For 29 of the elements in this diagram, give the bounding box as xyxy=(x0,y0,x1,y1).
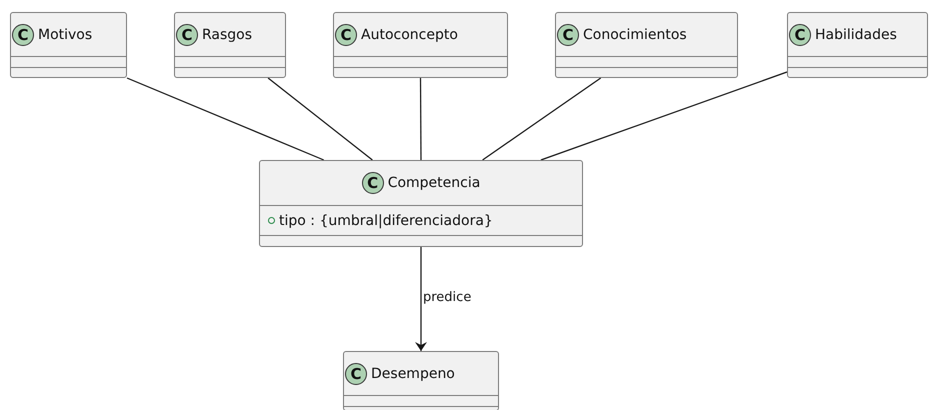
class-box xyxy=(10,12,127,78)
class-name: Rasgos xyxy=(202,26,252,42)
association-line xyxy=(540,71,788,161)
association-line xyxy=(482,78,602,160)
class-icon: C xyxy=(557,24,579,46)
class-name: Habilidades xyxy=(815,26,897,42)
class-icon: C xyxy=(789,24,811,46)
class-name: Autoconcepto xyxy=(361,26,458,42)
class-name: Conocimientos xyxy=(583,26,687,42)
association-line xyxy=(420,78,422,160)
class-box xyxy=(555,12,738,78)
attribute-text: tipo : {umbral|diferenciadora} xyxy=(279,212,493,228)
class-box xyxy=(787,12,928,78)
edge-label: predice xyxy=(422,290,472,305)
class-icon: C xyxy=(345,362,367,384)
class-icon: C xyxy=(335,24,357,46)
class-box xyxy=(174,12,286,78)
class-box xyxy=(259,160,583,247)
association-line xyxy=(268,78,373,160)
class-icon: C xyxy=(176,24,198,46)
class-icon: C xyxy=(362,172,384,194)
class-box xyxy=(333,12,508,78)
class-name: Competencia xyxy=(388,175,480,191)
association-line xyxy=(126,77,324,161)
class-name: Motivos xyxy=(38,26,92,42)
class-box xyxy=(343,351,499,410)
class-icon: C xyxy=(12,24,34,46)
arrow xyxy=(415,247,427,351)
class-name: Desempeno xyxy=(371,366,455,382)
